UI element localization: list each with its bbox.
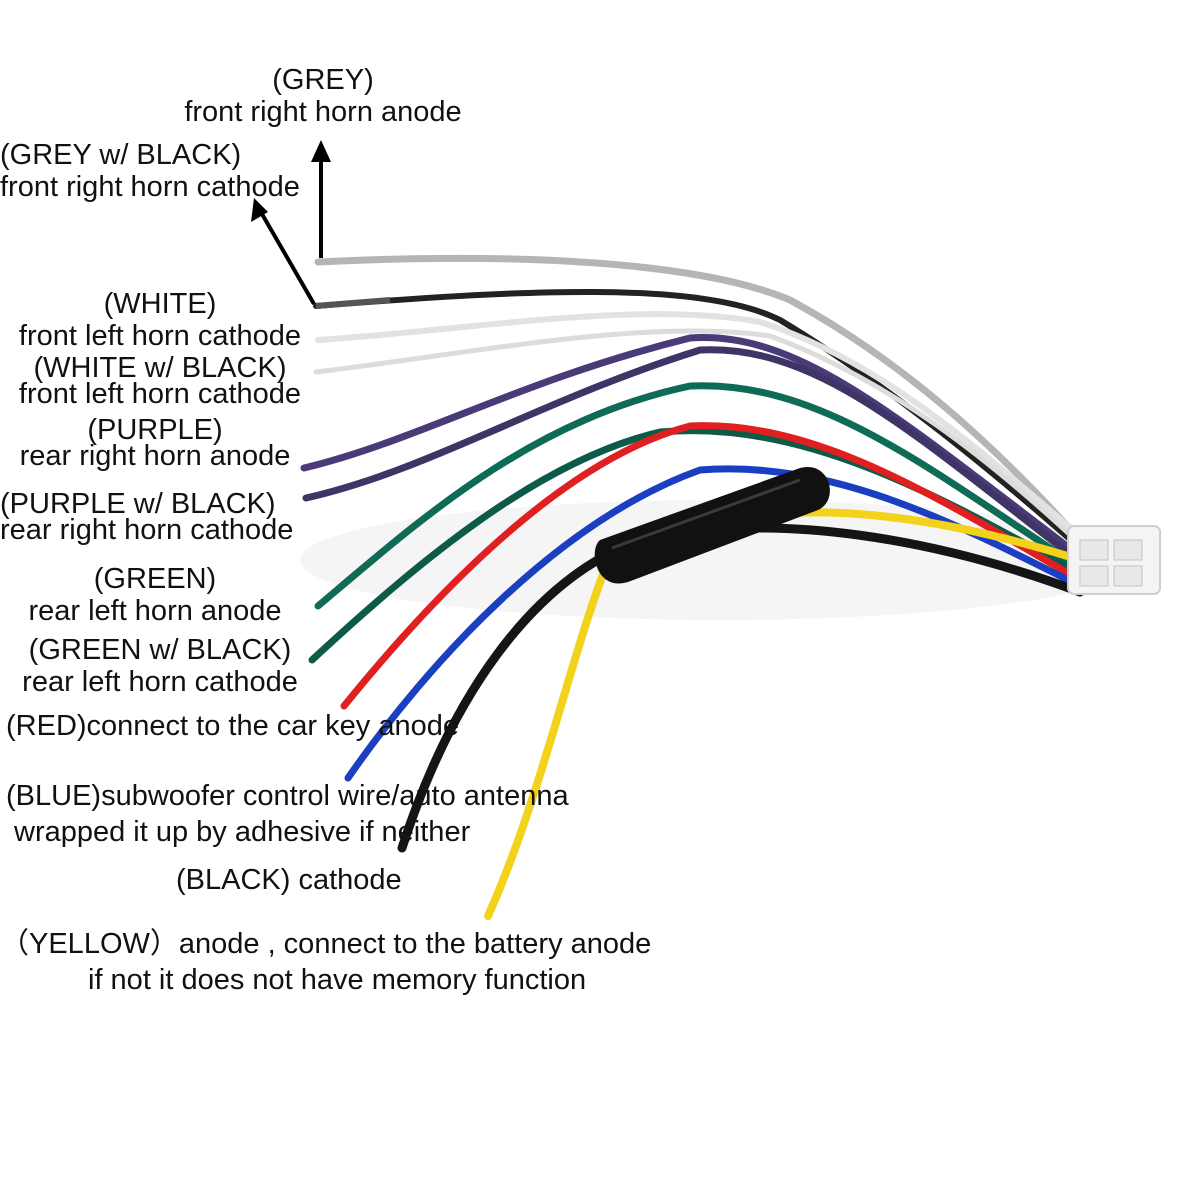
label-purple-black-desc: rear right horn cathode [0, 514, 294, 546]
label-yellow-line1: （YELLOW）anode , connect to the battery a… [0, 928, 652, 960]
label-white-color: (WHITE) [103, 288, 217, 320]
label-purple-color: (PURPLE) [87, 414, 223, 446]
inline-filter [594, 466, 830, 584]
wire-grey-black [313, 289, 1083, 551]
label-white: (WHITE) front left horn cathode [0, 288, 320, 352]
label-grey: (GREY) front right horn anode [168, 64, 478, 128]
wire-white [315, 311, 1083, 539]
label-grey-black-desc: front right horn cathode [0, 171, 300, 203]
label-green-color: (GREEN) [93, 563, 217, 595]
label-green-black: (GREEN w/ BLACK) rear left horn cathode [0, 634, 320, 698]
label-yellow: （YELLOW）anode , connect to the battery a… [0, 928, 700, 996]
label-grey-black-color: (GREY w/ BLACK) [0, 139, 242, 171]
label-grey-black: (GREY w/ BLACK) front right horn cathode [0, 139, 320, 203]
label-green: (GREEN) rear left horn anode [0, 563, 310, 627]
label-black: (BLACK) cathode [176, 864, 402, 896]
label-white-black-desc: front left horn cathode [18, 378, 302, 410]
arrow-up-icon [311, 140, 331, 258]
wire-white-black [313, 328, 1083, 547]
label-purple-black-color: (PURPLE w/ BLACK) [0, 488, 276, 520]
wire-connector [1067, 525, 1161, 595]
label-blue-line2: wrapped it up by adhesive if neither [14, 816, 471, 848]
label-purple: (PURPLE) rear right horn anode [0, 414, 310, 472]
label-black-text: (BLACK) cathode [176, 864, 402, 896]
wire-red [340, 422, 1084, 710]
inline-filter-highlight [611, 478, 801, 550]
label-yellow-line2: if not it does not have memory function [88, 964, 587, 996]
label-purple-desc: rear right horn anode [19, 440, 291, 472]
wire-purple-black [302, 346, 1084, 566]
arrow-up-icon [251, 198, 316, 306]
label-green-desc: rear left horn anode [28, 595, 282, 627]
label-red-text: (RED)connect to the car key anode [6, 710, 459, 742]
label-red: (RED)connect to the car key anode [6, 710, 459, 742]
label-blue-line1: (BLUE)subwoofer control wire/auto antenn… [6, 780, 569, 812]
label-purple-black: (PURPLE w/ BLACK) rear right horn cathod… [0, 488, 320, 546]
wire-green [314, 382, 1084, 610]
label-white-desc: front left horn cathode [18, 320, 302, 352]
label-white-black-color: (WHITE w/ BLACK) [33, 352, 287, 384]
label-blue: (BLUE)subwoofer control wire/auto antenn… [6, 780, 569, 848]
label-grey-desc: front right horn anode [184, 96, 462, 128]
wire-grey [314, 254, 1084, 544]
wire-grey-black-end [315, 297, 391, 309]
label-green-black-desc: rear left horn cathode [22, 666, 298, 698]
label-white-black: (WHITE w/ BLACK) front left horn cathode [0, 352, 320, 410]
label-green-black-color: (GREEN w/ BLACK) [28, 634, 292, 666]
label-grey-color: (GREY) [272, 64, 374, 96]
